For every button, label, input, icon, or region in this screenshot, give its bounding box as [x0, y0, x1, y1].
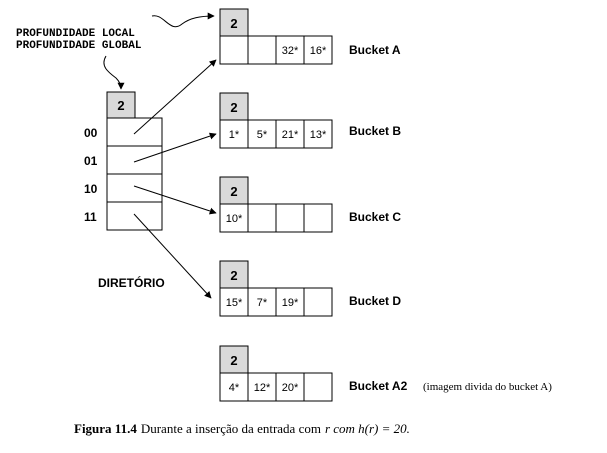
figure-caption: Figura 11.4 Durante a inserção da entrada… [74, 421, 410, 436]
global-depth-box [106, 91, 136, 119]
pointer-10-to-bucket-c [133, 185, 217, 215]
bucket-c-slot [275, 203, 305, 233]
bucket-a2-slot [275, 372, 305, 402]
bucket-a-slot [247, 35, 277, 65]
bucket-a2-entry: 4* [229, 382, 240, 394]
directory-cell-11 [106, 201, 163, 231]
bucket-b-depth: 2 [230, 100, 237, 115]
directory-entry-11: 11 [84, 210, 97, 224]
bucket-d-slot [275, 287, 305, 317]
directory-cell-01 [106, 145, 163, 175]
pointer-00-to-bucket-a [133, 59, 217, 135]
bucket-a-depth-box [219, 8, 249, 37]
bucket-a-entry: 16* [310, 45, 327, 57]
bucket-b-entry: 13* [310, 129, 327, 141]
bucket-a2-entry: 12* [254, 382, 271, 394]
bucket-c-entry: 10* [226, 213, 243, 225]
bucket-a-slot [219, 35, 249, 65]
bucket-c-depth: 2 [230, 184, 237, 199]
bucket-a2-slot [247, 372, 277, 402]
bucket-c: 2 10* Bucket C [219, 176, 401, 233]
bucket-a2-depth-box [219, 345, 249, 374]
local-depth-pointer [151, 12, 215, 28]
pointer-11-to-bucket-d [133, 213, 212, 299]
directory-cell-10 [106, 173, 163, 203]
bucket-c-slot [247, 203, 277, 233]
bucket-b-slot [275, 119, 305, 149]
local-depth-label: PROFUNDIDADE LOCAL [16, 28, 135, 40]
bucket-c-name: Bucket C [349, 210, 401, 224]
directory-entry-01: 01 [84, 154, 98, 168]
bucket-a-slot [303, 35, 333, 65]
bucket-c-slot [219, 203, 249, 233]
bucket-a2: 2 4* 12* 20* Bucket A2 (imagem divida do… [219, 345, 552, 402]
bucket-d-depth: 2 [230, 268, 237, 283]
bucket-b-name: Bucket B [349, 124, 401, 138]
bucket-b-slot [303, 119, 333, 149]
bucket-a-slot [275, 35, 305, 65]
bucket-b-entry: 21* [282, 129, 299, 141]
bucket-c-depth-box [219, 176, 249, 205]
directory-cell-00 [106, 117, 163, 147]
bucket-a: 2 32* 16* Bucket A [219, 8, 401, 65]
bucket-a2-slot [219, 372, 249, 402]
caption-label: Figura 11.4 [74, 421, 137, 436]
bucket-d-entry: 7* [257, 297, 268, 309]
bucket-a2-entry: 20* [282, 382, 299, 394]
global-depth-value: 2 [117, 98, 124, 113]
bucket-a2-name: Bucket A2 [349, 379, 408, 393]
bucket-d-slot [303, 287, 333, 317]
bucket-b: 2 1* 5* 21* 13* Bucket B [219, 92, 401, 149]
bucket-d-slot [219, 287, 249, 317]
bucket-d: 2 15* 7* 19* Bucket D [219, 260, 401, 317]
bucket-c-slot [303, 203, 333, 233]
bucket-d-slot [247, 287, 277, 317]
pointer-01-to-bucket-b [133, 132, 217, 163]
bucket-d-entry: 15* [226, 297, 243, 309]
bucket-a2-note: (imagem divida do bucket A) [423, 381, 552, 393]
bucket-d-depth-box [219, 260, 249, 289]
directory-entry-10: 10 [84, 182, 98, 196]
bucket-b-entry: 1* [229, 129, 240, 141]
global-depth-pointer [103, 55, 125, 90]
bucket-b-entry: 5* [257, 129, 268, 141]
directory-entry-00: 00 [84, 126, 98, 140]
bucket-b-slot [219, 119, 249, 149]
caption-text: Durante a inserção da entrada com [141, 421, 321, 436]
bucket-d-entry: 19* [282, 297, 299, 309]
directory: 2 00 01 10 11 DIRETÓRIO [84, 91, 165, 290]
bucket-a2-slot [303, 372, 333, 402]
bucket-d-name: Bucket D [349, 294, 401, 308]
directory-label: DIRETÓRIO [98, 275, 165, 290]
bucket-a-entry: 32* [282, 45, 299, 57]
bucket-a2-depth: 2 [230, 353, 237, 368]
global-depth-label: PROFUNDIDADE GLOBAL [16, 40, 142, 52]
bucket-a-depth: 2 [230, 16, 237, 31]
bucket-a-name: Bucket A [349, 43, 401, 57]
caption-math: r com h(r) = 20. [325, 421, 410, 436]
